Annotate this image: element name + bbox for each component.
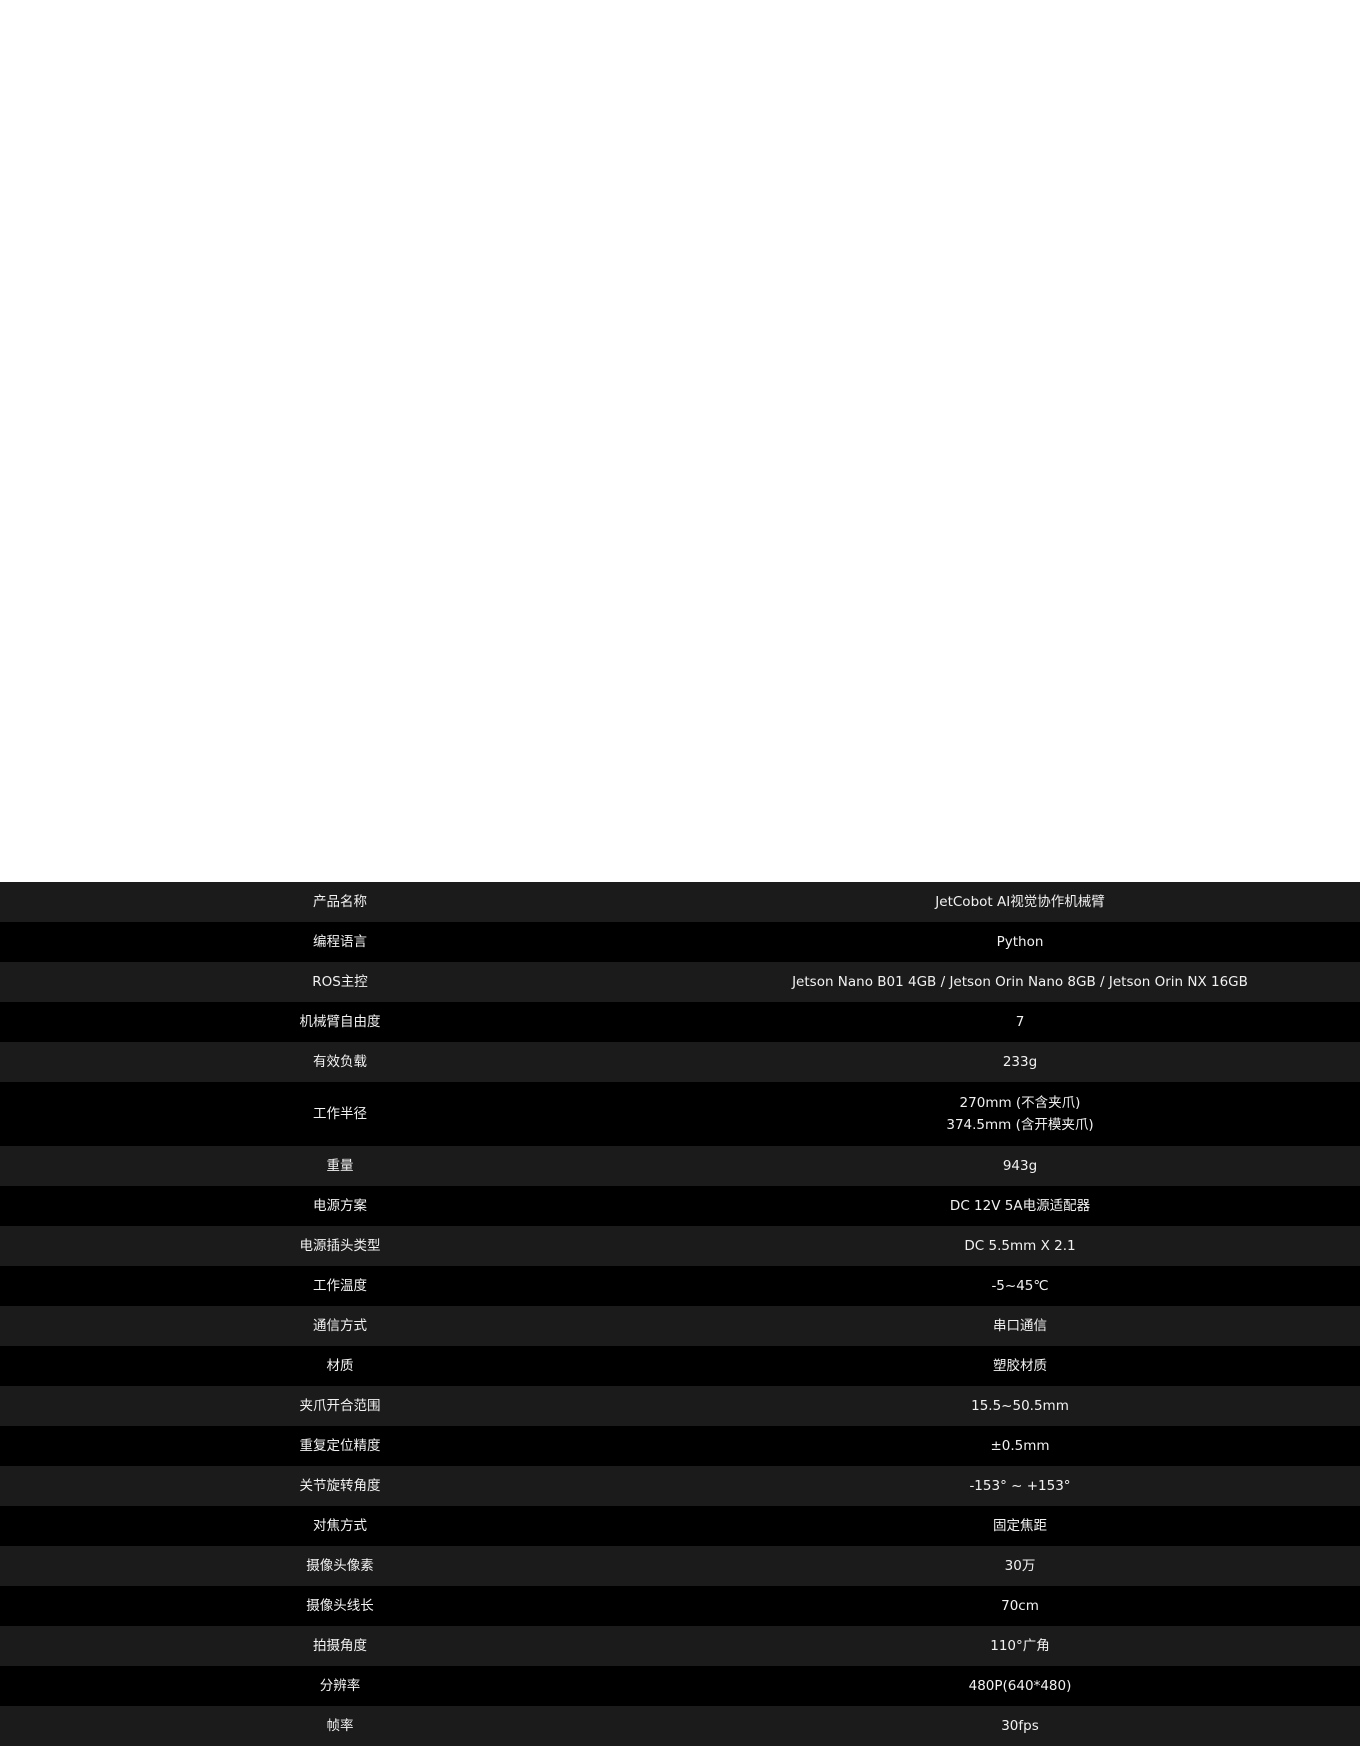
- spec-label: 工作半径: [0, 1082, 680, 1146]
- spec-label: 材质: [0, 1346, 680, 1386]
- spec-label: 机械臂自由度: [0, 1002, 680, 1042]
- spec-value: ±0.5mm: [680, 1426, 1360, 1466]
- spec-label: 夹爪开合范围: [0, 1386, 680, 1426]
- spec-value-line: 15.5~50.5mm: [971, 1398, 1069, 1414]
- spec-value: 30万: [680, 1546, 1360, 1586]
- spec-label: 摄像头线长: [0, 1586, 680, 1626]
- spec-row: 工作温度 -5~45℃: [0, 1266, 1360, 1306]
- spec-row: 机械臂自由度 7: [0, 1002, 1360, 1042]
- spec-row: 摄像头像素 30万: [0, 1546, 1360, 1586]
- spec-row: 夹爪开合范围 15.5~50.5mm: [0, 1386, 1360, 1426]
- spec-label: 有效负载: [0, 1042, 680, 1082]
- spec-value: Python: [680, 922, 1360, 962]
- spec-value: JetCobot AI视觉协作机械臂: [680, 882, 1360, 922]
- spec-value-line: JetCobot AI视觉协作机械臂: [935, 894, 1105, 910]
- spec-row: 拍摄角度 110°广角: [0, 1626, 1360, 1666]
- spec-value-line: 943g: [1002, 1158, 1038, 1174]
- spec-value: 270mm (不含夹爪) 374.5mm (含开模夹爪): [680, 1082, 1360, 1146]
- spec-value: 串口通信: [680, 1306, 1360, 1346]
- spec-row: ROS主控 Jetson Nano B01 4GB / Jetson Orin N…: [0, 962, 1360, 1002]
- spec-value-line: ±0.5mm: [990, 1438, 1050, 1454]
- spec-row: 对焦方式 固定焦距: [0, 1506, 1360, 1546]
- spec-row: 重复定位精度 ±0.5mm: [0, 1426, 1360, 1466]
- spec-row: 电源方案 DC 12V 5A电源适配器: [0, 1186, 1360, 1226]
- spec-value-line: 480P(640*480): [968, 1678, 1072, 1694]
- spec-value: 233g: [680, 1042, 1360, 1082]
- spec-label: 关节旋转角度: [0, 1466, 680, 1506]
- spec-value-line: 70cm: [1001, 1598, 1039, 1614]
- spec-row: 分辨率 480P(640*480): [0, 1666, 1360, 1706]
- spec-value-line: 串口通信: [993, 1318, 1047, 1334]
- spec-value-line: DC 12V 5A电源适配器: [949, 1198, 1091, 1214]
- blank-image-area: [0, 0, 1360, 882]
- spec-value-line: 7: [1015, 1014, 1025, 1030]
- spec-label: 对焦方式: [0, 1506, 680, 1546]
- spec-row: 编程语言 Python: [0, 922, 1360, 962]
- spec-value: 7: [680, 1002, 1360, 1042]
- spec-value: 70cm: [680, 1586, 1360, 1626]
- spec-value: 塑胶材质: [680, 1346, 1360, 1386]
- spec-value-line: 塑胶材质: [993, 1358, 1047, 1374]
- spec-label: 电源插头类型: [0, 1226, 680, 1266]
- spec-value-line: 30万: [1004, 1558, 1036, 1574]
- spec-value: 固定焦距: [680, 1506, 1360, 1546]
- spec-value-line: 374.5mm (含开模夹爪): [946, 1117, 1094, 1133]
- spec-row: 重量 943g: [0, 1146, 1360, 1186]
- spec-value-line: Python: [996, 934, 1044, 950]
- spec-value: 30fps: [680, 1706, 1360, 1746]
- spec-value-line: 固定焦距: [993, 1518, 1047, 1534]
- spec-row: 产品名称 JetCobot AI视觉协作机械臂: [0, 882, 1360, 922]
- spec-value-line: DC 5.5mm X 2.1: [964, 1238, 1076, 1254]
- spec-value: DC 12V 5A电源适配器: [680, 1186, 1360, 1226]
- spec-label: 帧率: [0, 1706, 680, 1746]
- spec-value: -5~45℃: [680, 1266, 1360, 1306]
- spec-row: 工作半径 270mm (不含夹爪) 374.5mm (含开模夹爪): [0, 1082, 1360, 1146]
- spec-row: 摄像头线长 70cm: [0, 1586, 1360, 1626]
- spec-value: 110°广角: [680, 1626, 1360, 1666]
- spec-row: 有效负载 233g: [0, 1042, 1360, 1082]
- spec-value: 943g: [680, 1146, 1360, 1186]
- spec-row: 材质 塑胶材质: [0, 1346, 1360, 1386]
- spec-value-line: 270mm (不含夹爪): [959, 1095, 1081, 1111]
- spec-row: 帧率 30fps: [0, 1706, 1360, 1746]
- spec-label: 产品名称: [0, 882, 680, 922]
- spec-label: 拍摄角度: [0, 1626, 680, 1666]
- spec-label: 重复定位精度: [0, 1426, 680, 1466]
- spec-row: 通信方式 串口通信: [0, 1306, 1360, 1346]
- spec-label: 电源方案: [0, 1186, 680, 1226]
- spec-value-line: -5~45℃: [991, 1278, 1049, 1294]
- spec-value-line: 233g: [1002, 1054, 1038, 1070]
- spec-row: 关节旋转角度 -153° ~ +153°: [0, 1466, 1360, 1506]
- spec-value: DC 5.5mm X 2.1: [680, 1226, 1360, 1266]
- spec-label: ROS主控: [0, 962, 680, 1002]
- spec-label: 分辨率: [0, 1666, 680, 1706]
- spec-value-line: 110°广角: [990, 1638, 1050, 1654]
- spec-value: -153° ~ +153°: [680, 1466, 1360, 1506]
- spec-value-line: Jetson Nano B01 4GB / Jetson Orin Nano 8…: [792, 974, 1248, 990]
- spec-value: Jetson Nano B01 4GB / Jetson Orin Nano 8…: [680, 962, 1360, 1002]
- spec-label: 工作温度: [0, 1266, 680, 1306]
- spec-value-line: -153° ~ +153°: [969, 1478, 1071, 1494]
- spec-label: 通信方式: [0, 1306, 680, 1346]
- spec-label: 重量: [0, 1146, 680, 1186]
- spec-value: 15.5~50.5mm: [680, 1386, 1360, 1426]
- spec-row: 电源插头类型 DC 5.5mm X 2.1: [0, 1226, 1360, 1266]
- spec-label: 编程语言: [0, 922, 680, 962]
- spec-label: 摄像头像素: [0, 1546, 680, 1586]
- spec-value-line: 30fps: [1001, 1718, 1039, 1734]
- spec-value: 480P(640*480): [680, 1666, 1360, 1706]
